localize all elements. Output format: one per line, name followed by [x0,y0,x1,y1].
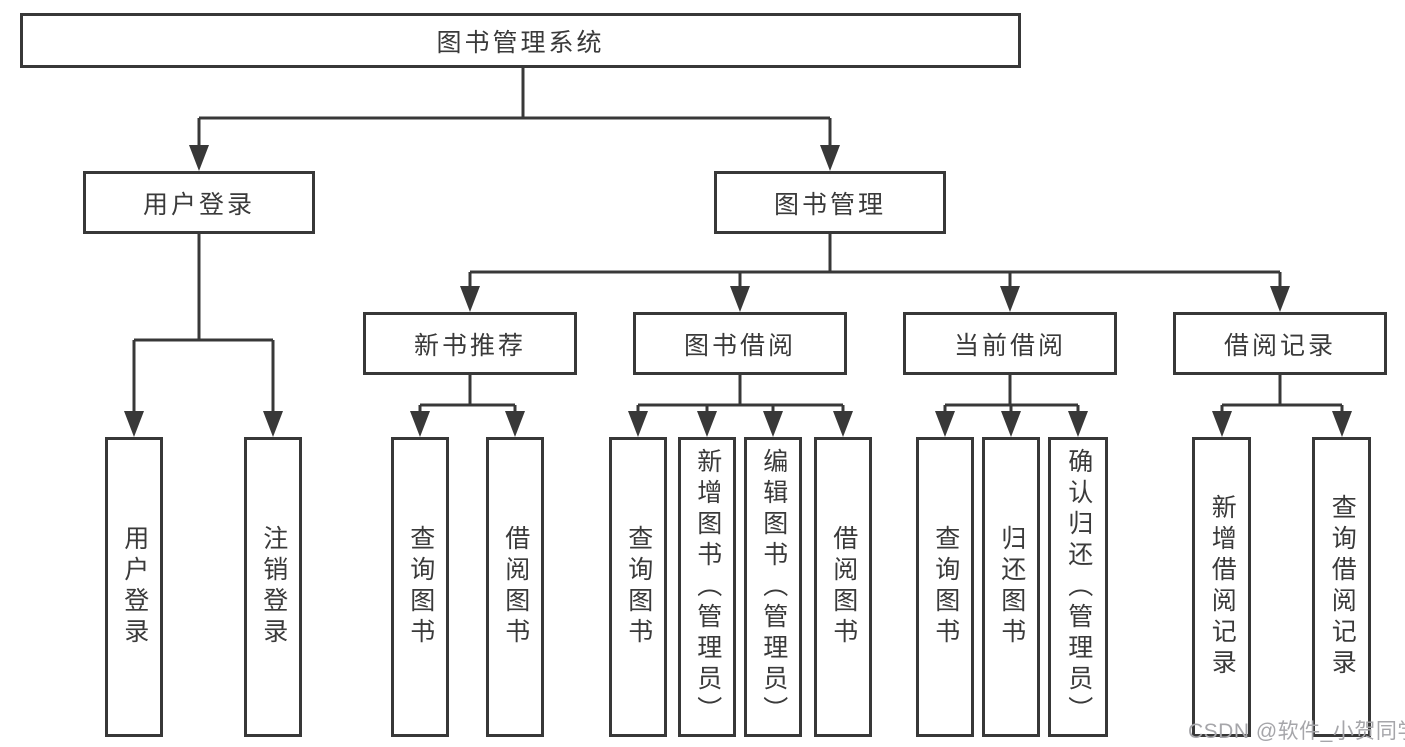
node-label: 确认归还（管理员） [1064,447,1093,727]
node-book-borrowing: 图书借阅 [633,312,847,375]
leaf-logout: 注销登录 [244,437,302,737]
csdn-watermark: CSDN @软件_小贺同学 [1188,720,1405,743]
node-label: 归还图书 [997,525,1026,649]
node-label: 新增借阅记录 [1208,494,1237,680]
node-label: 图书借阅 [683,331,796,360]
node-borrowing-records: 借阅记录 [1173,312,1387,375]
node-label: 编辑图书（管理员） [759,447,788,727]
node-label: 借阅图书 [829,525,858,649]
leaf-add-borrow-record: 新增借阅记录 [1192,437,1251,737]
leaf-return-book: 归还图书 [982,437,1040,737]
node-label: 借阅记录 [1223,331,1336,360]
node-library-management-system: 图书管理系统 [20,13,1021,68]
leaf-query-books-current: 查询图书 [916,437,974,737]
node-label: 查询图书 [931,525,960,649]
node-book-management: 图书管理 [714,171,946,234]
leaf-edit-book-admin: 编辑图书（管理员） [744,437,802,737]
leaf-user-login: 用户登录 [105,437,163,737]
node-label: 查询图书 [624,525,653,649]
node-label: 查询图书 [406,525,435,649]
leaf-borrow-books-recommend: 借阅图书 [486,437,544,737]
leaf-confirm-return-admin: 确认归还（管理员） [1048,437,1108,737]
node-new-book-recommendation: 新书推荐 [363,312,577,375]
node-label: 新书推荐 [413,331,526,360]
node-label: 借阅图书 [501,525,530,649]
leaf-query-books-recommend: 查询图书 [391,437,449,737]
leaf-borrow-books: 借阅图书 [814,437,872,737]
leaf-add-book-admin: 新增图书（管理员） [678,437,736,737]
node-label: 新增图书（管理员） [693,447,722,727]
node-current-borrowing: 当前借阅 [903,312,1117,375]
node-label: 用户登录 [120,525,149,649]
leaf-query-books-borrow: 查询图书 [609,437,667,737]
node-label: 图书管理系统 [436,28,605,57]
node-label: 图书管理 [773,190,886,219]
node-label: 查询借阅记录 [1328,494,1357,680]
node-label: 用户登录 [142,190,255,219]
connector-paths [132,68,1344,413]
node-user-login: 用户登录 [83,171,315,234]
arrowhead-icons [124,145,1352,437]
node-label: 注销登录 [259,525,288,649]
node-label: 当前借阅 [953,331,1066,360]
leaf-query-borrow-record: 查询借阅记录 [1312,437,1371,737]
